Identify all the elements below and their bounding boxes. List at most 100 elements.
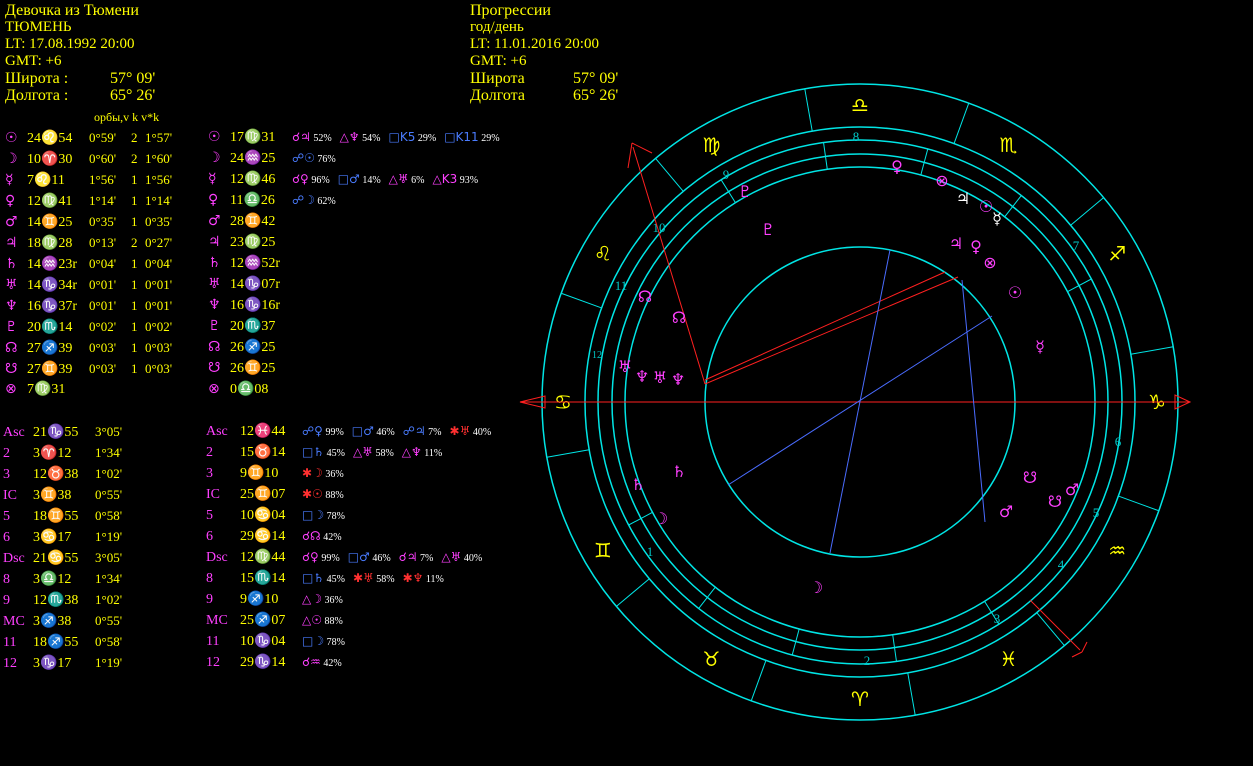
wheel-planet-glyph: ☉ xyxy=(1008,283,1022,302)
house-cusp xyxy=(791,628,800,656)
house-number: 4 xyxy=(1058,557,1065,572)
house-position: 25♊07 xyxy=(240,487,286,502)
natal-lat-label: Широта : xyxy=(5,70,69,87)
aspect-glyph: △☉ xyxy=(302,613,322,627)
planet-vk: 0°02' xyxy=(145,319,173,334)
aspect-percent: 78% xyxy=(324,511,345,522)
ic-axis-line xyxy=(1029,599,1081,651)
aspect-glyph: □K5 xyxy=(388,130,416,144)
planet-position: 24♒25 xyxy=(230,151,276,166)
aspect-percent: 52% xyxy=(310,133,332,144)
aspect-glyph: △♅ xyxy=(441,550,462,564)
aspect: ☌♀ 96% xyxy=(292,169,330,191)
planet-k: 1 xyxy=(131,172,138,187)
planet-orb: 0°02' xyxy=(89,319,117,334)
wheel-planet-glyph: ♃ xyxy=(949,234,963,253)
house-label: MC xyxy=(3,614,25,629)
planet-k: 1 xyxy=(131,340,138,355)
aspect-line-blue xyxy=(961,279,986,523)
aspect: △♅ 58% xyxy=(353,442,394,464)
planet-orb: 0°03' xyxy=(89,361,117,376)
house-position: 9♐10 xyxy=(240,592,279,607)
house-number: 7 xyxy=(1073,238,1080,253)
planet-position: 27♐39 xyxy=(27,341,73,356)
sign-divider xyxy=(1118,495,1159,512)
house-label: 12 xyxy=(3,656,17,671)
aspect-percent: 6% xyxy=(408,175,425,186)
aspect: □☽ 78% xyxy=(302,505,345,527)
prog-title: Прогрессии xyxy=(470,2,551,19)
house-orb: 1°02' xyxy=(95,466,123,481)
planet-k: 2 xyxy=(131,151,138,166)
house-orb: 3°05' xyxy=(95,424,123,439)
planet-glyph: ♇ xyxy=(5,319,18,335)
house-orb: 3°05' xyxy=(95,550,123,565)
orb-header: орбы,v k v*k xyxy=(94,110,160,124)
house-cusp xyxy=(628,511,653,526)
planet-vk: 0°03' xyxy=(145,340,173,355)
zodiac-sign-glyph: ♉ xyxy=(703,647,721,671)
planet-vk: 1°56' xyxy=(145,172,173,187)
aspect: ✱♅ 58% xyxy=(353,568,395,590)
aspect: ✱☽ 36% xyxy=(302,463,344,485)
natal-title: Девочка из Тюмени xyxy=(5,2,139,19)
aspect-glyph: ☌♒ xyxy=(302,655,321,669)
natal-lon-value: 65° 26' xyxy=(110,87,156,104)
house-cusp xyxy=(720,179,736,203)
house-number: 6 xyxy=(1115,434,1122,449)
aspect-percent: 96% xyxy=(308,175,330,186)
prog-mode: год/день xyxy=(470,19,524,35)
aspect-percent: 62% xyxy=(314,196,336,207)
aspect-glyph: △♆ xyxy=(339,130,360,144)
wheel-planet-glyph: ♃ xyxy=(956,189,970,208)
house-position: 3♊38 xyxy=(33,488,72,503)
house-label: IC xyxy=(3,488,17,503)
planet-orb: 0°03' xyxy=(89,340,117,355)
planet-glyph: ♃ xyxy=(208,234,221,250)
zodiac-sign-glyph: ♌ xyxy=(594,242,612,266)
house-orb: 1°02' xyxy=(95,592,123,607)
aspect-percent: 7% xyxy=(417,553,434,564)
aspect-glyph: ☌♀ xyxy=(292,172,309,186)
planet-position: 27♊39 xyxy=(27,362,73,377)
aspect: ✱♆ 11% xyxy=(403,568,444,590)
wheel-planet-glyph: ☿ xyxy=(1035,337,1045,356)
planet-orb: 0°59' xyxy=(89,130,117,145)
house-position: 12♓44 xyxy=(240,424,286,439)
aspect-line-red xyxy=(704,271,946,381)
prog-planet-row: ☊26♐25 xyxy=(208,337,292,358)
aspect-glyph: □♂ xyxy=(347,550,370,564)
aspect-glyph: □♄ xyxy=(302,571,325,585)
planet-vk: 0°27' xyxy=(145,235,173,250)
prog-lat-label: Широта xyxy=(470,70,525,87)
mc-axis-line xyxy=(632,146,706,385)
prog-planet-row: ☉17♍31☌♃ 52%△♆ 54%□K5 29%□K11 29% xyxy=(208,127,508,148)
planet-glyph: ☉ xyxy=(208,129,221,145)
aspect-glyph: □☽ xyxy=(302,634,325,648)
aspect: ☍☉ 76% xyxy=(292,148,336,170)
house-orb: 1°34' xyxy=(95,571,123,586)
planet-glyph: ♀ xyxy=(208,192,219,208)
house-position: 3♋17 xyxy=(33,530,72,545)
aspect: △☉ 88% xyxy=(302,610,343,632)
planet-position: 11♎26 xyxy=(230,193,275,208)
aspect-glyph: △♅ xyxy=(388,172,409,186)
planet-orb: 0°60' xyxy=(89,151,117,166)
planet-position: 14♊25 xyxy=(27,215,73,230)
zodiac-sign-glyph: ♒ xyxy=(1108,539,1126,563)
house-position: 3♐38 xyxy=(33,614,72,629)
planet-position: 20♏37 xyxy=(230,319,276,334)
house-label: 6 xyxy=(3,530,10,545)
